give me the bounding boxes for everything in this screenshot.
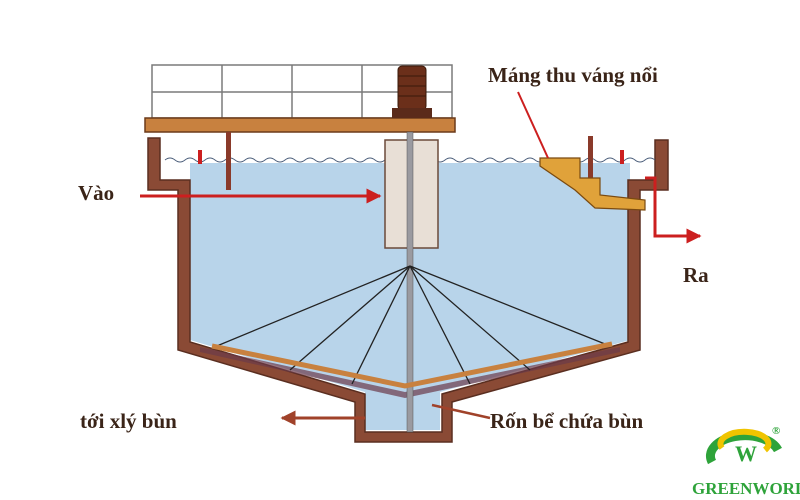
svg-text:W: W: [735, 441, 757, 466]
outlet-pipe: [645, 176, 702, 244]
scraper-arms: [211, 265, 611, 385]
label-sludge-out: tới xlý bùn: [80, 409, 177, 433]
scum-pointer: [517, 91, 549, 159]
weir-left: [198, 150, 202, 164]
weir-right: [620, 150, 624, 164]
tank-wall: [147, 137, 669, 443]
label-scum-trough: Máng thu váng nổi: [488, 63, 658, 87]
support-right: [588, 136, 593, 192]
brand-registered: ®: [772, 425, 780, 437]
brand-name: GREENWORLD: [692, 479, 800, 498]
walkway-bridge: [144, 117, 456, 133]
scum-trough: [539, 157, 646, 211]
label-sludge-pit: Rốn bể chứa bùn: [490, 409, 644, 433]
support-left: [226, 132, 231, 190]
center-shaft: [406, 131, 414, 433]
label-outlet: Ra: [683, 263, 709, 287]
scraper-blade: [211, 341, 613, 389]
motor-icon: [392, 65, 432, 118]
sludge-pit-pointer: [431, 403, 491, 420]
greenworld-logo-icon: W: [705, 428, 782, 466]
label-inlet: Vào: [78, 181, 114, 205]
